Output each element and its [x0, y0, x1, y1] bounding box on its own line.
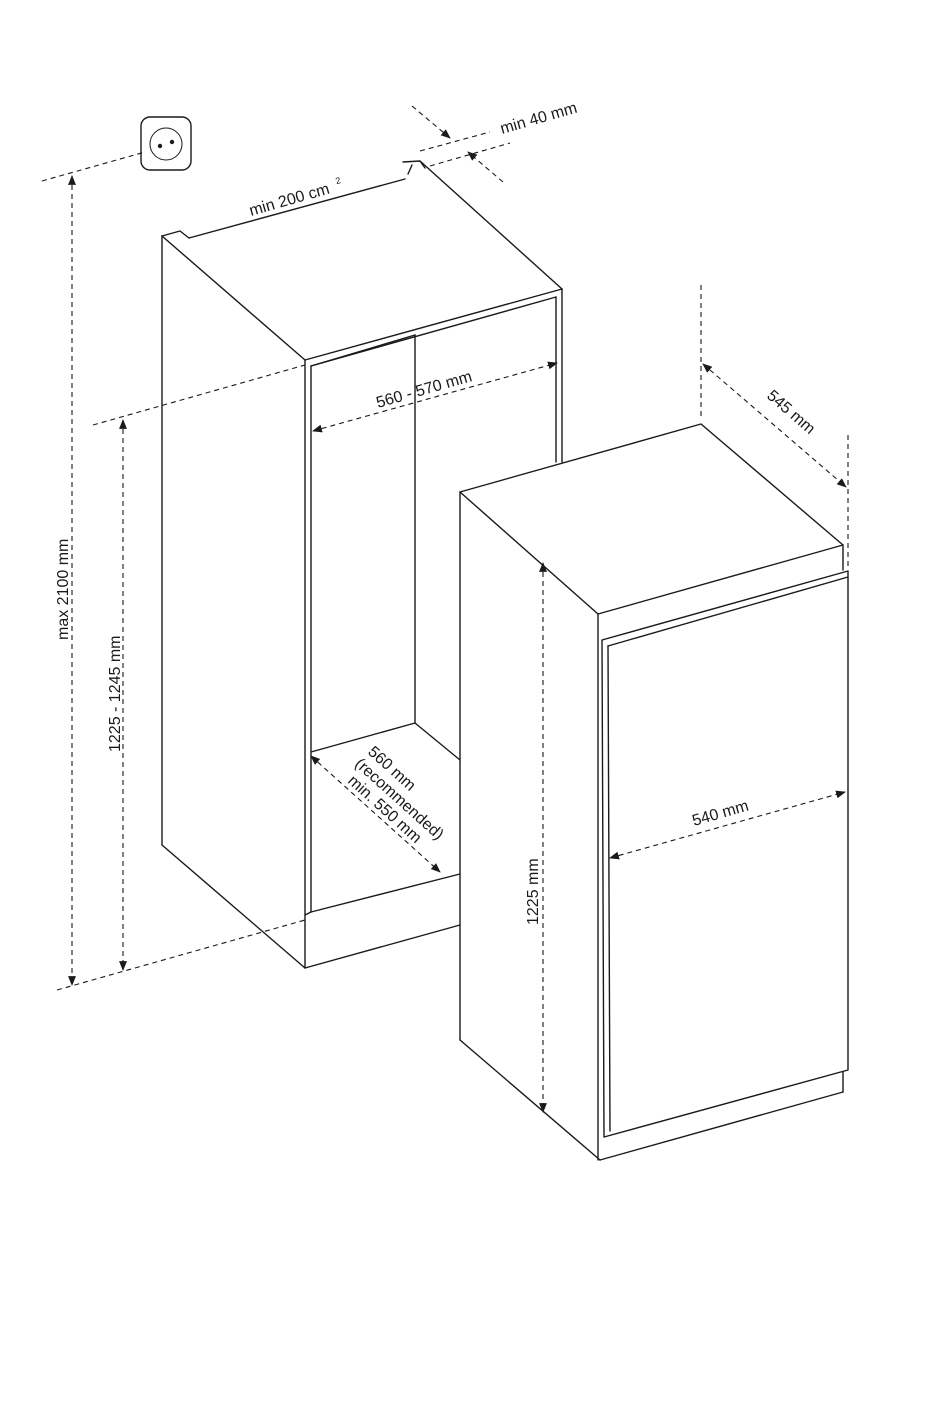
- niche-cabinet: [162, 161, 562, 968]
- power-socket-icon: [141, 117, 191, 170]
- label-niche-width: 560 - 570 mm: [374, 368, 474, 412]
- refrigerator-appliance: [460, 424, 848, 1160]
- label-appliance-width: 540 mm: [690, 798, 750, 830]
- svg-text:min 200 cm: min 200 cm: [247, 181, 331, 220]
- label-niche-height-range: 1225 - 1245 mm: [107, 635, 124, 752]
- dimension-labels: min 40 mm min 200 cm 2 560 - 570 mm max …: [55, 100, 818, 925]
- label-appliance-depth: 545 mm: [763, 387, 818, 438]
- dimension-lines: [42, 106, 848, 1112]
- label-min-40-mm: min 40 mm: [498, 100, 579, 138]
- label-appliance-height: 1225 mm: [525, 858, 542, 925]
- label-niche-height-max: max 2100 mm: [55, 539, 72, 640]
- label-min-200-cm2: min 200 cm 2: [247, 175, 345, 220]
- label-niche-depth: 560 mm (recommended) min. 550 mm: [344, 743, 446, 847]
- svg-text:2: 2: [334, 175, 342, 186]
